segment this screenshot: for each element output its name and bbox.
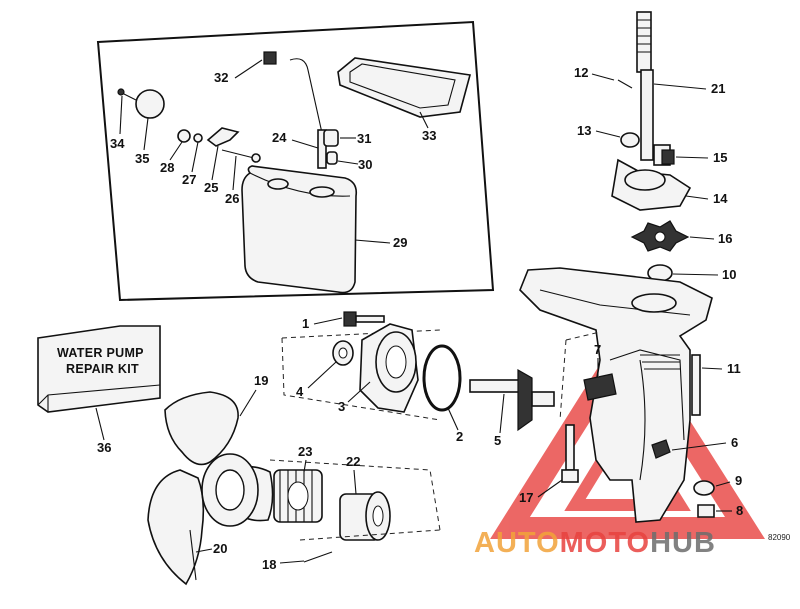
label-4: 4: [296, 384, 304, 399]
label-2: 2: [456, 429, 463, 444]
label-33: 33: [422, 128, 436, 143]
label-1: 1: [302, 316, 309, 331]
gearcase-assembly: [519, 11, 715, 523]
label-15: 15: [713, 150, 727, 165]
hub-parts: [269, 459, 441, 563]
gearcase-labels: 12 21 13 15 14 16 10 11 6 9 8 7 17 82090: [519, 65, 791, 542]
label-23: 23: [298, 444, 312, 459]
label-28: 28: [160, 160, 174, 175]
watermark-part2: MOTO: [560, 527, 650, 559]
label-6: 6: [731, 435, 738, 450]
label-14: 14: [713, 191, 728, 206]
label-9: 9: [735, 473, 742, 488]
label-36: 36: [97, 440, 111, 455]
kit-box: WATER PUMP REPAIR KIT 36: [37, 325, 161, 455]
label-7: 7: [594, 342, 601, 357]
label-5: 5: [494, 433, 501, 448]
lower-labels: 19 20 23 22 18: [195, 373, 360, 572]
label-30: 30: [358, 157, 372, 172]
label-27: 27: [182, 172, 196, 187]
label-3: 3: [338, 399, 345, 414]
label-29: 29: [393, 235, 407, 250]
propshaft-labels: 1 4 3 2 5: [296, 316, 505, 448]
label-24: 24: [272, 130, 287, 145]
svg-text:AUTOMOTOHUB: AUTOMOTOHUB: [474, 527, 716, 559]
label-19: 19: [254, 373, 268, 388]
inset-panel: [96, 20, 495, 302]
label-20: 20: [213, 541, 227, 556]
watermark-text: AUTOMOTOHUB: [474, 527, 716, 559]
kit-box-line2: REPAIR KIT: [66, 362, 139, 376]
label-17: 17: [519, 490, 533, 505]
label-21: 21: [711, 81, 725, 96]
propshaft-assembly: [281, 311, 601, 432]
propeller: [147, 391, 274, 586]
label-18: 18: [262, 557, 276, 572]
label-34: 34: [110, 136, 125, 151]
label-35: 35: [135, 151, 149, 166]
figure-code: 82090: [768, 533, 791, 542]
label-11: 11: [727, 361, 741, 376]
label-13: 13: [577, 123, 591, 138]
label-32: 32: [214, 70, 228, 85]
label-16: 16: [718, 231, 732, 246]
label-10: 10: [722, 267, 736, 282]
inset-labels: 32 24 31 30 33 34 35 28 27 25 26 29: [110, 59, 436, 250]
label-31: 31: [357, 131, 371, 146]
label-25: 25: [204, 180, 218, 195]
watermark-part1: AUTO: [474, 527, 560, 559]
label-12: 12: [574, 65, 588, 80]
label-8: 8: [736, 503, 743, 518]
label-26: 26: [225, 191, 239, 206]
kit-box-line1: WATER PUMP: [57, 346, 144, 360]
watermark-part3: HUB: [650, 527, 716, 559]
label-22: 22: [346, 454, 360, 469]
